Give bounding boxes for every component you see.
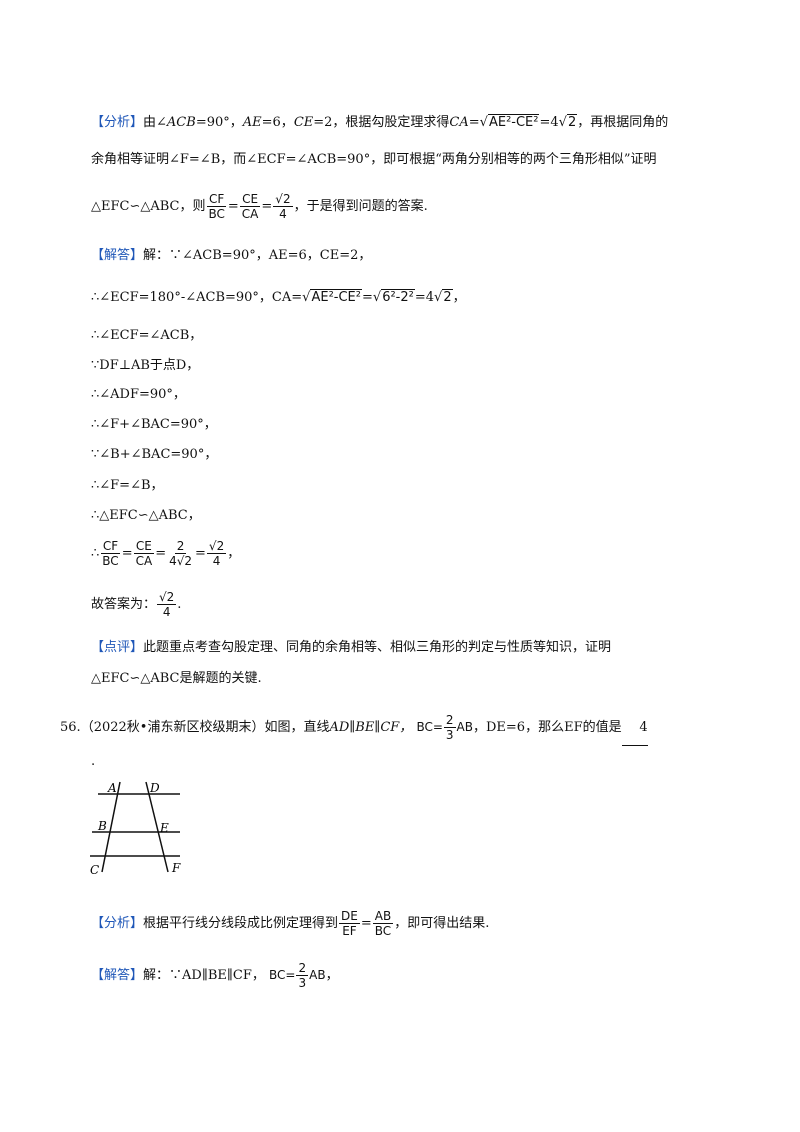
analysis-line-2: 余角相等证明∠F=∠B，而∠ECF=∠ACB=90°，即可根据“两角分别相等的两… bbox=[91, 152, 657, 167]
label-e: E bbox=[159, 821, 169, 835]
solution-line-1: 【解答】解：∵∠ACB=90°，AE=6，CE=2， bbox=[91, 248, 372, 263]
line-df bbox=[145, 781, 169, 873]
solution-line-6: ∴∠F+∠BAC=90°， bbox=[91, 417, 217, 432]
label-c: C bbox=[90, 863, 99, 877]
solution-line-8: ∴∠F=∠B， bbox=[91, 478, 164, 493]
label-f: F bbox=[171, 861, 181, 875]
comment-tag: 【点评】 bbox=[91, 640, 144, 655]
analysis-tag: 【分析】 bbox=[91, 115, 144, 130]
label-b: B bbox=[97, 819, 107, 833]
solution-line-5: ∴∠ADF=90°， bbox=[91, 387, 186, 402]
sqrt-expression: √AE²-CE² bbox=[479, 114, 540, 130]
solution-tag: 【解答】 bbox=[91, 248, 144, 263]
question-end-dot: . bbox=[91, 754, 96, 769]
comment-line-1: 【点评】此题重点考查勾股定理、同角的余角相等、相似三角形的判定与性质等知识，证明 bbox=[91, 640, 612, 655]
analysis-line-1: 【分析】由∠ACB=90°，AE=6，CE=2，根据勾股定理求得CA=√AE²-… bbox=[91, 114, 669, 130]
solution-line-4: ∵DF⊥AB于点D， bbox=[91, 358, 200, 373]
solution-line-2: ∴∠ECF=180°-∠ACB=90°，CA=√AE²-CE²=√6²-2²=4… bbox=[91, 289, 466, 305]
label-d: D bbox=[149, 781, 160, 795]
comment-line-2: △EFC∽△ABC是解题的关键. bbox=[91, 671, 262, 686]
solution-line-7: ∵∠B+∠BAC=90°， bbox=[91, 447, 218, 462]
solution-line-3: ∴∠ECF=∠ACB， bbox=[91, 328, 203, 343]
solution-line-9: ∴△EFC∽△ABC， bbox=[91, 508, 201, 523]
parallel-lines-figure: A D B E C F bbox=[90, 781, 181, 877]
answer-blank: 4 bbox=[621, 711, 648, 746]
label-a: A bbox=[107, 781, 117, 795]
line-ac bbox=[101, 781, 121, 873]
